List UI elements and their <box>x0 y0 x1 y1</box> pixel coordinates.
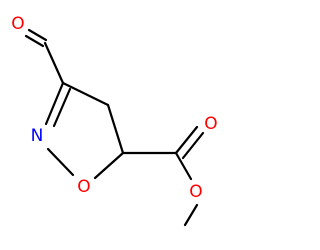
ester-carbonyl-bond <box>174 125 205 160</box>
aldehyde-c3-bond <box>43 41 65 85</box>
molecule-structure: O N O O O <box>11 14 218 227</box>
ring-nitrogen-label: N <box>31 126 44 146</box>
o-c5-ring-bond <box>93 151 125 180</box>
c3-c4-bond <box>61 81 110 107</box>
aldehyde-carbonyl-bond <box>24 28 48 48</box>
carboxyl-ester-oxygen-bond <box>174 151 193 181</box>
aldehyde-oxygen-label: O <box>11 14 24 34</box>
n-o-ring-bond <box>46 147 75 177</box>
ring-oxygen-label: O <box>77 177 90 197</box>
ester-oxygen-label: O <box>189 182 202 202</box>
c4-c5-bond <box>106 103 125 155</box>
c3-n-double-bond <box>44 81 72 128</box>
ester-methyl-bond <box>183 203 199 227</box>
carbonyl-oxygen-label: O <box>204 114 217 134</box>
